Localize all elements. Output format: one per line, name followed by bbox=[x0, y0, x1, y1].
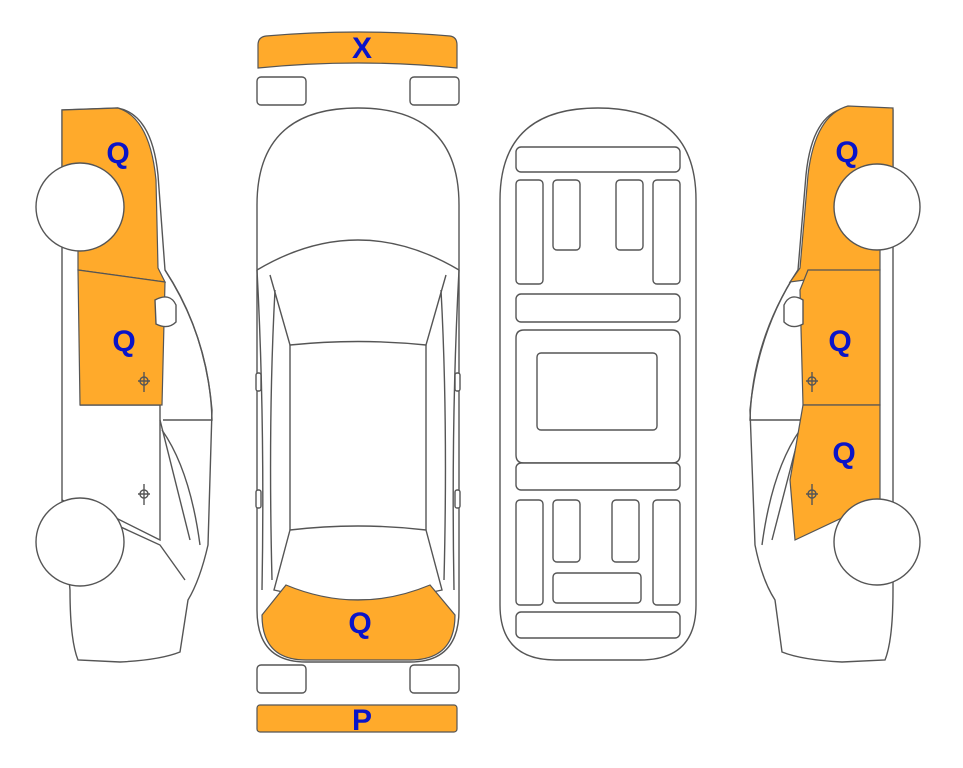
left-rear-wheel bbox=[35, 497, 125, 587]
top-view: X Q P bbox=[255, 31, 461, 737]
underbody-front-left-mount bbox=[552, 179, 581, 251]
left-front-door-lock bbox=[139, 376, 149, 386]
right-rear-door-code: Q bbox=[828, 325, 851, 358]
underbody-center-tunnel bbox=[536, 352, 658, 431]
left-front-door-code: Q bbox=[112, 325, 135, 358]
underbody-front-left-rail bbox=[515, 179, 544, 285]
left-rear-door-lock bbox=[139, 489, 149, 499]
right-rear-wheel bbox=[833, 163, 921, 251]
top-view-right-rear-handle bbox=[454, 489, 461, 509]
rear-left-light bbox=[256, 664, 307, 694]
left-side-mirror bbox=[154, 296, 177, 328]
right-front-door-code: Q bbox=[832, 437, 855, 470]
top-view-right-pillars bbox=[440, 269, 460, 591]
underbody-rear-right-mount bbox=[611, 499, 640, 563]
left-side-windshield bbox=[163, 269, 213, 421]
underbody-front-right-mount bbox=[615, 179, 644, 251]
right-rear-door-lock bbox=[807, 376, 817, 386]
front-right-light bbox=[409, 76, 460, 106]
underbody-front-crossmember bbox=[515, 146, 681, 173]
left-front-wheel bbox=[35, 162, 125, 252]
left-side-rear-window bbox=[161, 429, 201, 546]
right-side-view: Q Q Q bbox=[749, 105, 921, 663]
rear-right-light bbox=[409, 664, 460, 694]
front-bumper-code: X bbox=[352, 32, 372, 65]
underbody-spare-well bbox=[552, 572, 642, 604]
front-left-light bbox=[256, 76, 307, 106]
left-side-rear-pillar bbox=[159, 419, 191, 541]
top-view-body-outline bbox=[256, 107, 460, 663]
underbody-view bbox=[499, 107, 697, 661]
underbody-rear-bumper-beam bbox=[515, 611, 681, 639]
underbody-rear-left-rail bbox=[515, 499, 544, 606]
right-front-wheel bbox=[833, 498, 921, 586]
right-rear-fender-code: Q bbox=[835, 136, 858, 169]
rear-bumper-panel[interactable] bbox=[256, 704, 458, 733]
top-view-roof bbox=[289, 345, 427, 530]
right-front-door-lock bbox=[807, 489, 817, 499]
underbody-rear-right-rail bbox=[652, 499, 681, 606]
left-front-fender-code: Q bbox=[106, 137, 129, 170]
right-side-windshield bbox=[749, 269, 800, 421]
right-side-mirror bbox=[783, 296, 804, 328]
trunk-lid-code: Q bbox=[348, 607, 371, 640]
rear-bumper-code: P bbox=[352, 704, 372, 737]
top-view-left-pillars bbox=[256, 269, 276, 591]
right-side-rear-window bbox=[761, 429, 801, 546]
front-bumper-panel[interactable] bbox=[257, 31, 458, 69]
top-view-hood-line bbox=[256, 239, 460, 271]
top-view-right-mirror bbox=[454, 372, 461, 392]
top-view-left-rear-handle bbox=[255, 489, 262, 509]
underbody-rear-left-mount bbox=[552, 499, 581, 563]
top-view-left-mirror bbox=[255, 372, 262, 392]
underbody-rear-crossmember bbox=[515, 462, 681, 491]
underbody-front-right-rail bbox=[652, 179, 681, 285]
trunk-lid-panel[interactable] bbox=[261, 584, 456, 661]
left-front-door-panel[interactable] bbox=[77, 269, 166, 406]
left-side-view: Q Q bbox=[35, 107, 213, 663]
underbody-mid-crossmember bbox=[515, 293, 681, 323]
top-view-windshield bbox=[269, 274, 447, 346]
